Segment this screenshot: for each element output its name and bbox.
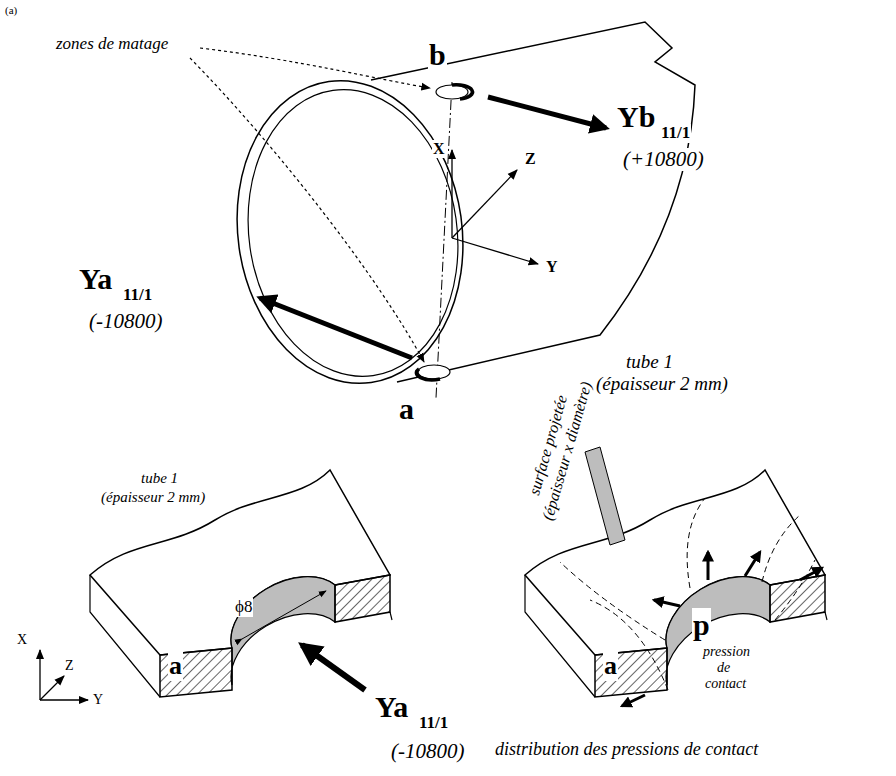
force-subscript: 11/1: [122, 286, 153, 305]
force-label: Ya: [374, 690, 409, 723]
axis-label: Z: [64, 658, 75, 673]
pressure-note: de: [716, 660, 731, 675]
axis-label: X: [432, 140, 446, 158]
force-value: (-10800): [390, 740, 465, 763]
point-label: a: [168, 652, 183, 681]
note: zones de matage: [55, 35, 169, 54]
extra: (a): [4, 4, 18, 16]
point-label: a: [603, 652, 618, 681]
axis-label: Z: [524, 150, 537, 168]
force-label: Ya: [78, 262, 113, 295]
force-value: (-10800): [88, 310, 163, 333]
point-label: b: [428, 38, 447, 71]
pressure-note: pression: [702, 644, 751, 659]
axis-label: Y: [92, 692, 104, 707]
pressure-note: contact: [704, 676, 747, 691]
pressure-label: p: [692, 608, 711, 641]
dimension: ϕ8: [234, 598, 253, 617]
point-label: a: [398, 392, 415, 425]
part-note: (épaisseur 2 mm): [100, 489, 206, 506]
force-subscript: 11/1: [418, 714, 449, 733]
axis-label: X: [16, 632, 28, 647]
axis-label: Y: [545, 258, 559, 276]
part-note: (épaisseur 2 mm): [595, 374, 729, 395]
force-value: (+10800): [622, 148, 705, 171]
force-subscript: 11/1: [660, 124, 691, 143]
part-name: tube 1: [140, 470, 179, 487]
caption-note: distribution des pressions de contact: [494, 740, 759, 760]
force-label: Yb: [616, 100, 656, 133]
part-name: tube 1: [625, 352, 674, 373]
